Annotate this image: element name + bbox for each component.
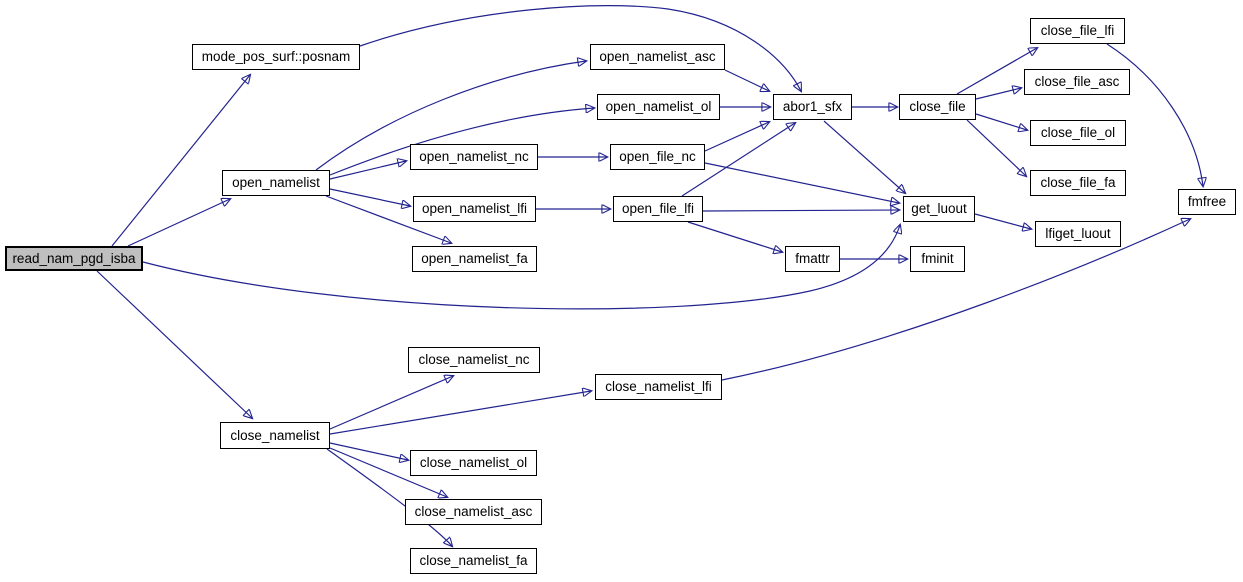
node-get_luout[interactable]: get_luout [903, 196, 975, 222]
node-read_nam_pgd_isba[interactable]: read_nam_pgd_isba [5, 246, 143, 271]
edge-open_namelist-to-open_namelist_lfi [329, 188, 410, 206]
node-abor1_sfx[interactable]: abor1_sfx [773, 94, 852, 120]
edge-open_file_lfi-to-fmattr [687, 221, 782, 252]
edge-close_file-to-close_file_asc [975, 88, 1021, 100]
node-open_namelist[interactable]: open_namelist [222, 170, 330, 196]
node-open_namelist_nc[interactable]: open_namelist_nc [410, 144, 538, 170]
edge-open_namelist_asc-to-abor1_sfx [724, 69, 769, 91]
edge-open_namelist-to-open_namelist_fa [325, 195, 451, 243]
edge-close_file_lfi-to-fmfree [1106, 43, 1203, 186]
node-close_file_fa[interactable]: close_file_fa [1030, 170, 1126, 196]
node-lfiget_luout[interactable]: lfiget_luout [1035, 221, 1121, 247]
edge-read_nam_pgd_isba-to-posnam [111, 75, 250, 247]
node-close_file_ol[interactable]: close_file_ol [1030, 120, 1126, 146]
edge-close_namelist_lfi-to-fmfree [721, 219, 1190, 381]
edge-close_file-to-close_file_lfi [956, 48, 1037, 95]
edge-read_nam_pgd_isba-to-get_luout [142, 225, 900, 310]
node-close_file[interactable]: close_file [899, 94, 976, 120]
edge-open_file_lfi-to-get_luout [702, 210, 899, 211]
node-close_namelist_ol[interactable]: close_namelist_ol [410, 450, 537, 476]
node-open_file_lfi[interactable]: open_file_lfi [613, 196, 703, 222]
node-open_namelist_fa[interactable]: open_namelist_fa [412, 246, 537, 272]
node-open_file_nc[interactable]: open_file_nc [610, 144, 705, 170]
node-fmattr[interactable]: fmattr [785, 246, 840, 272]
edge-open_namelist-to-open_namelist_asc [315, 61, 586, 171]
edge-close_file-to-close_file_ol [975, 113, 1027, 130]
node-fminit[interactable]: fminit [910, 246, 965, 272]
node-mode_pos_surf-posnam[interactable]: mode_pos_surf::posnam [192, 44, 360, 70]
edge-close_file-to-close_file_fa [966, 119, 1026, 176]
edge-read_nam_pgd_isba-to-open_namelist [127, 199, 230, 247]
edge-open_namelist-to-open_namelist_ol [329, 108, 594, 176]
node-open_namelist_ol[interactable]: open_namelist_ol [597, 94, 720, 120]
node-close_file_asc[interactable]: close_file_asc [1024, 69, 1130, 95]
edge-open_file_lfi-to-abor1_sfx [681, 123, 795, 197]
edge-get_luout-to-lfiget_luout [974, 213, 1031, 229]
edge-open_file_nc-to-get_luout [704, 162, 899, 203]
node-close_file_lfi[interactable]: close_file_lfi [1030, 18, 1125, 44]
edge-open_namelist-to-open_namelist_nc [329, 161, 406, 180]
edge-close_namelist-to-close_namelist_nc [329, 376, 453, 430]
edge-abor1_sfx-to-get_luout [823, 120, 905, 193]
node-close_namelist_fa[interactable]: close_namelist_fa [410, 548, 537, 574]
node-close_namelist_lfi[interactable]: close_namelist_lfi [595, 374, 722, 400]
edge-close_namelist-to-close_namelist_asc [329, 447, 447, 497]
edge-close_namelist-to-close_namelist_lfi [329, 391, 591, 435]
node-close_namelist_nc[interactable]: close_namelist_nc [408, 347, 540, 373]
node-open_namelist_asc[interactable]: open_namelist_asc [590, 44, 725, 70]
edge-read_nam_pgd_isba-to-close_namelist [96, 270, 252, 418]
edge-posnam-to-abor1_sfx [359, 5, 801, 91]
edge-open_file_nc-to-abor1_sfx [704, 122, 769, 152]
node-fmfree[interactable]: fmfree [1178, 189, 1236, 215]
node-close_namelist_asc[interactable]: close_namelist_asc [405, 499, 542, 525]
node-open_namelist_lfi[interactable]: open_namelist_lfi [413, 196, 536, 222]
edge-close_namelist-to-close_namelist_ol [329, 442, 408, 460]
node-close_namelist[interactable]: close_namelist [220, 422, 330, 449]
